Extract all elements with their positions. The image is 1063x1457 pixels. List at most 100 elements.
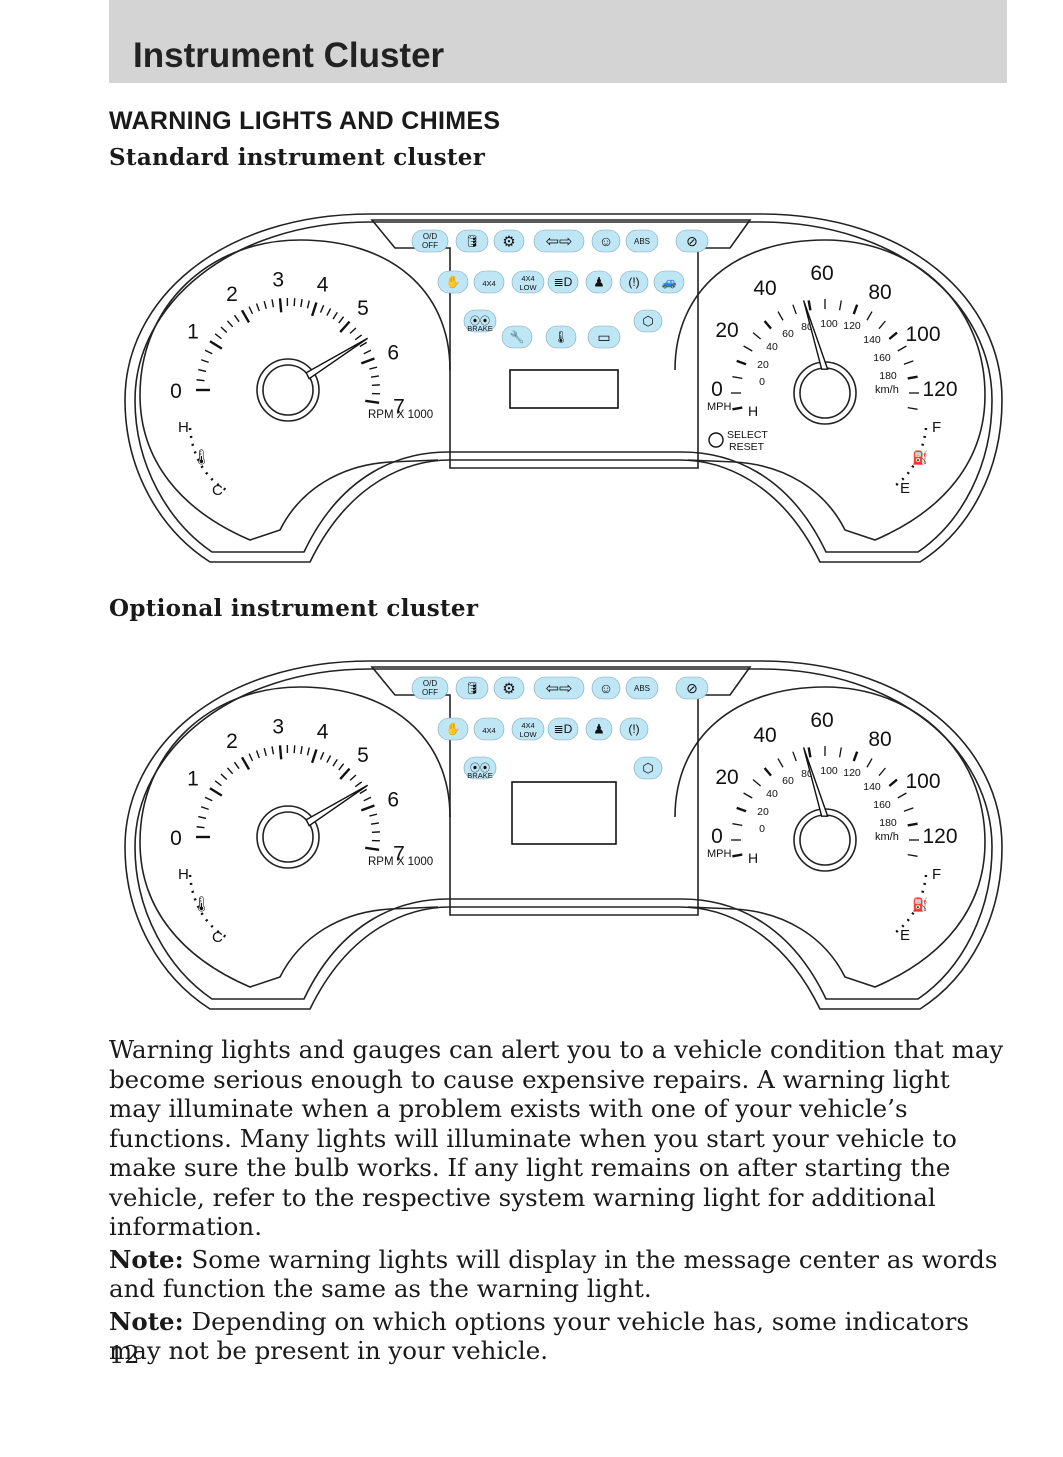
speed-kmh-label: 180 — [879, 817, 897, 829]
speed-tick — [732, 823, 743, 827]
coolant-temp-icon — [545, 325, 577, 349]
speed-kmh-label: 100 — [820, 318, 838, 330]
inner-bezel — [134, 668, 993, 1000]
kmh-unit: km/h — [875, 831, 899, 843]
tach-label: 3 — [272, 715, 284, 738]
airbag-icon-glyph: ☺ — [599, 680, 613, 696]
tach-minor-tick — [338, 763, 345, 771]
tach-major-tick — [240, 309, 251, 324]
4x4-label: 4X4 — [482, 726, 495, 735]
4x4-low-label-1: 4X4 — [521, 721, 534, 730]
off-label: OFF — [422, 688, 438, 697]
speed-kmh-label: 40 — [766, 788, 778, 800]
od-off-indicator — [411, 676, 449, 700]
message-center-display — [509, 369, 619, 409]
high-beam-icon-glyph: ≣D — [554, 722, 573, 736]
note-1: Note: Some warning lights will display i… — [109, 1245, 1009, 1304]
speed-mph-label: 0 — [711, 825, 723, 848]
speed-tick — [838, 747, 842, 758]
fuel-gauge-scale — [891, 427, 928, 490]
tire-pressure-icon — [619, 270, 649, 294]
tach-label: 7 — [393, 396, 405, 419]
tach-minor-tick — [349, 327, 357, 334]
speed-tick — [878, 320, 886, 330]
battery-icon-glyph: ▭ — [597, 329, 610, 345]
oil-pressure-icon-glyph: 🛢 — [464, 234, 479, 248]
tach-unit: RPM X 1000 — [368, 856, 433, 868]
tach-minor-tick — [196, 379, 205, 382]
speed-control-icon — [675, 229, 709, 253]
tach-label: 2 — [226, 283, 238, 306]
tach-minor-tick — [200, 359, 209, 364]
coolant-temp-icon-glyph: 🌡 — [553, 330, 568, 344]
speed-mph-label: 100 — [905, 323, 940, 346]
tach-label: 1 — [187, 321, 199, 344]
speed-tick — [792, 304, 797, 315]
abs-label: ABS — [634, 237, 650, 246]
speed-kmh-label: 80 — [801, 321, 813, 333]
note-2-text: Depending on which options your vehicle … — [109, 1306, 969, 1366]
temp-cold-label: C — [212, 929, 223, 946]
speedo-hub-inner — [799, 814, 851, 866]
fuel-empty-label: E — [900, 927, 910, 944]
h-marker: H — [748, 850, 758, 866]
speed-tick — [777, 311, 784, 321]
temp-gauge-scale — [188, 427, 231, 494]
speed-tick — [807, 747, 812, 758]
brake-label: BRAKE — [467, 324, 492, 333]
brake-indicator-glyph: ⦿⦿ — [470, 763, 490, 775]
speed-mph-label: 80 — [868, 728, 891, 751]
speed-tick — [732, 376, 743, 380]
tach-label: 5 — [357, 744, 369, 767]
passenger-airbag-icon-glyph: ✋ — [446, 275, 461, 289]
tach-minor-tick — [271, 299, 275, 308]
tach-label: 4 — [317, 273, 329, 296]
abs-label: ABS — [634, 684, 650, 693]
speed-tick — [732, 406, 743, 411]
coolant-icon: 🌡 — [192, 449, 211, 466]
center-panel — [370, 219, 752, 469]
speedo-hub-inner — [799, 367, 851, 419]
page-number: 12 — [109, 1341, 140, 1369]
4x4-low-indicator — [511, 270, 545, 294]
tach-label: 0 — [170, 380, 182, 403]
tach-minor-tick — [349, 774, 357, 781]
tach-major-tick — [240, 756, 251, 771]
tach-major-tick — [310, 302, 318, 317]
speed-mph-label: 100 — [905, 770, 940, 793]
tach-minor-tick — [226, 767, 234, 775]
speed-tick — [792, 751, 797, 762]
tach-minor-tick — [198, 815, 207, 820]
tach-hub-inner — [262, 811, 314, 863]
fuel-pump-icon: ⛽ — [912, 897, 928, 912]
tach-major-tick — [365, 399, 380, 404]
reset-label: RESET — [729, 441, 765, 453]
tach-label: 3 — [272, 268, 284, 291]
speed-tick — [777, 758, 784, 768]
tach-hub-inner — [262, 364, 314, 416]
speed-tick — [752, 332, 762, 340]
speed-tick — [736, 359, 747, 366]
fuel-gauge-scale — [891, 874, 928, 937]
speed-tick — [903, 807, 914, 812]
turn-signal-icon — [533, 676, 585, 700]
brake-label: BRAKE — [467, 771, 492, 780]
speed-kmh-label: 20 — [757, 359, 769, 371]
section-heading: WARNING LIGHTS AND CHIMES — [109, 107, 501, 135]
tach-major-tick — [339, 767, 351, 780]
speedo-needle — [802, 300, 829, 370]
speed-kmh-label: 40 — [766, 341, 778, 353]
note-2: Note: Depending on which options your ve… — [109, 1307, 1009, 1366]
4x4-low-label-1: 4X4 — [521, 274, 534, 283]
airbag-icon — [591, 676, 621, 700]
fuel-empty-label: E — [900, 480, 910, 497]
service-wrench-icon — [501, 325, 533, 349]
tach-minor-tick — [293, 298, 296, 307]
tach-minor-tick — [263, 300, 267, 310]
tire-pressure-icon — [619, 717, 649, 741]
speed-tick — [866, 758, 873, 768]
tach-needle — [305, 337, 369, 380]
tach-minor-tick — [293, 745, 296, 754]
